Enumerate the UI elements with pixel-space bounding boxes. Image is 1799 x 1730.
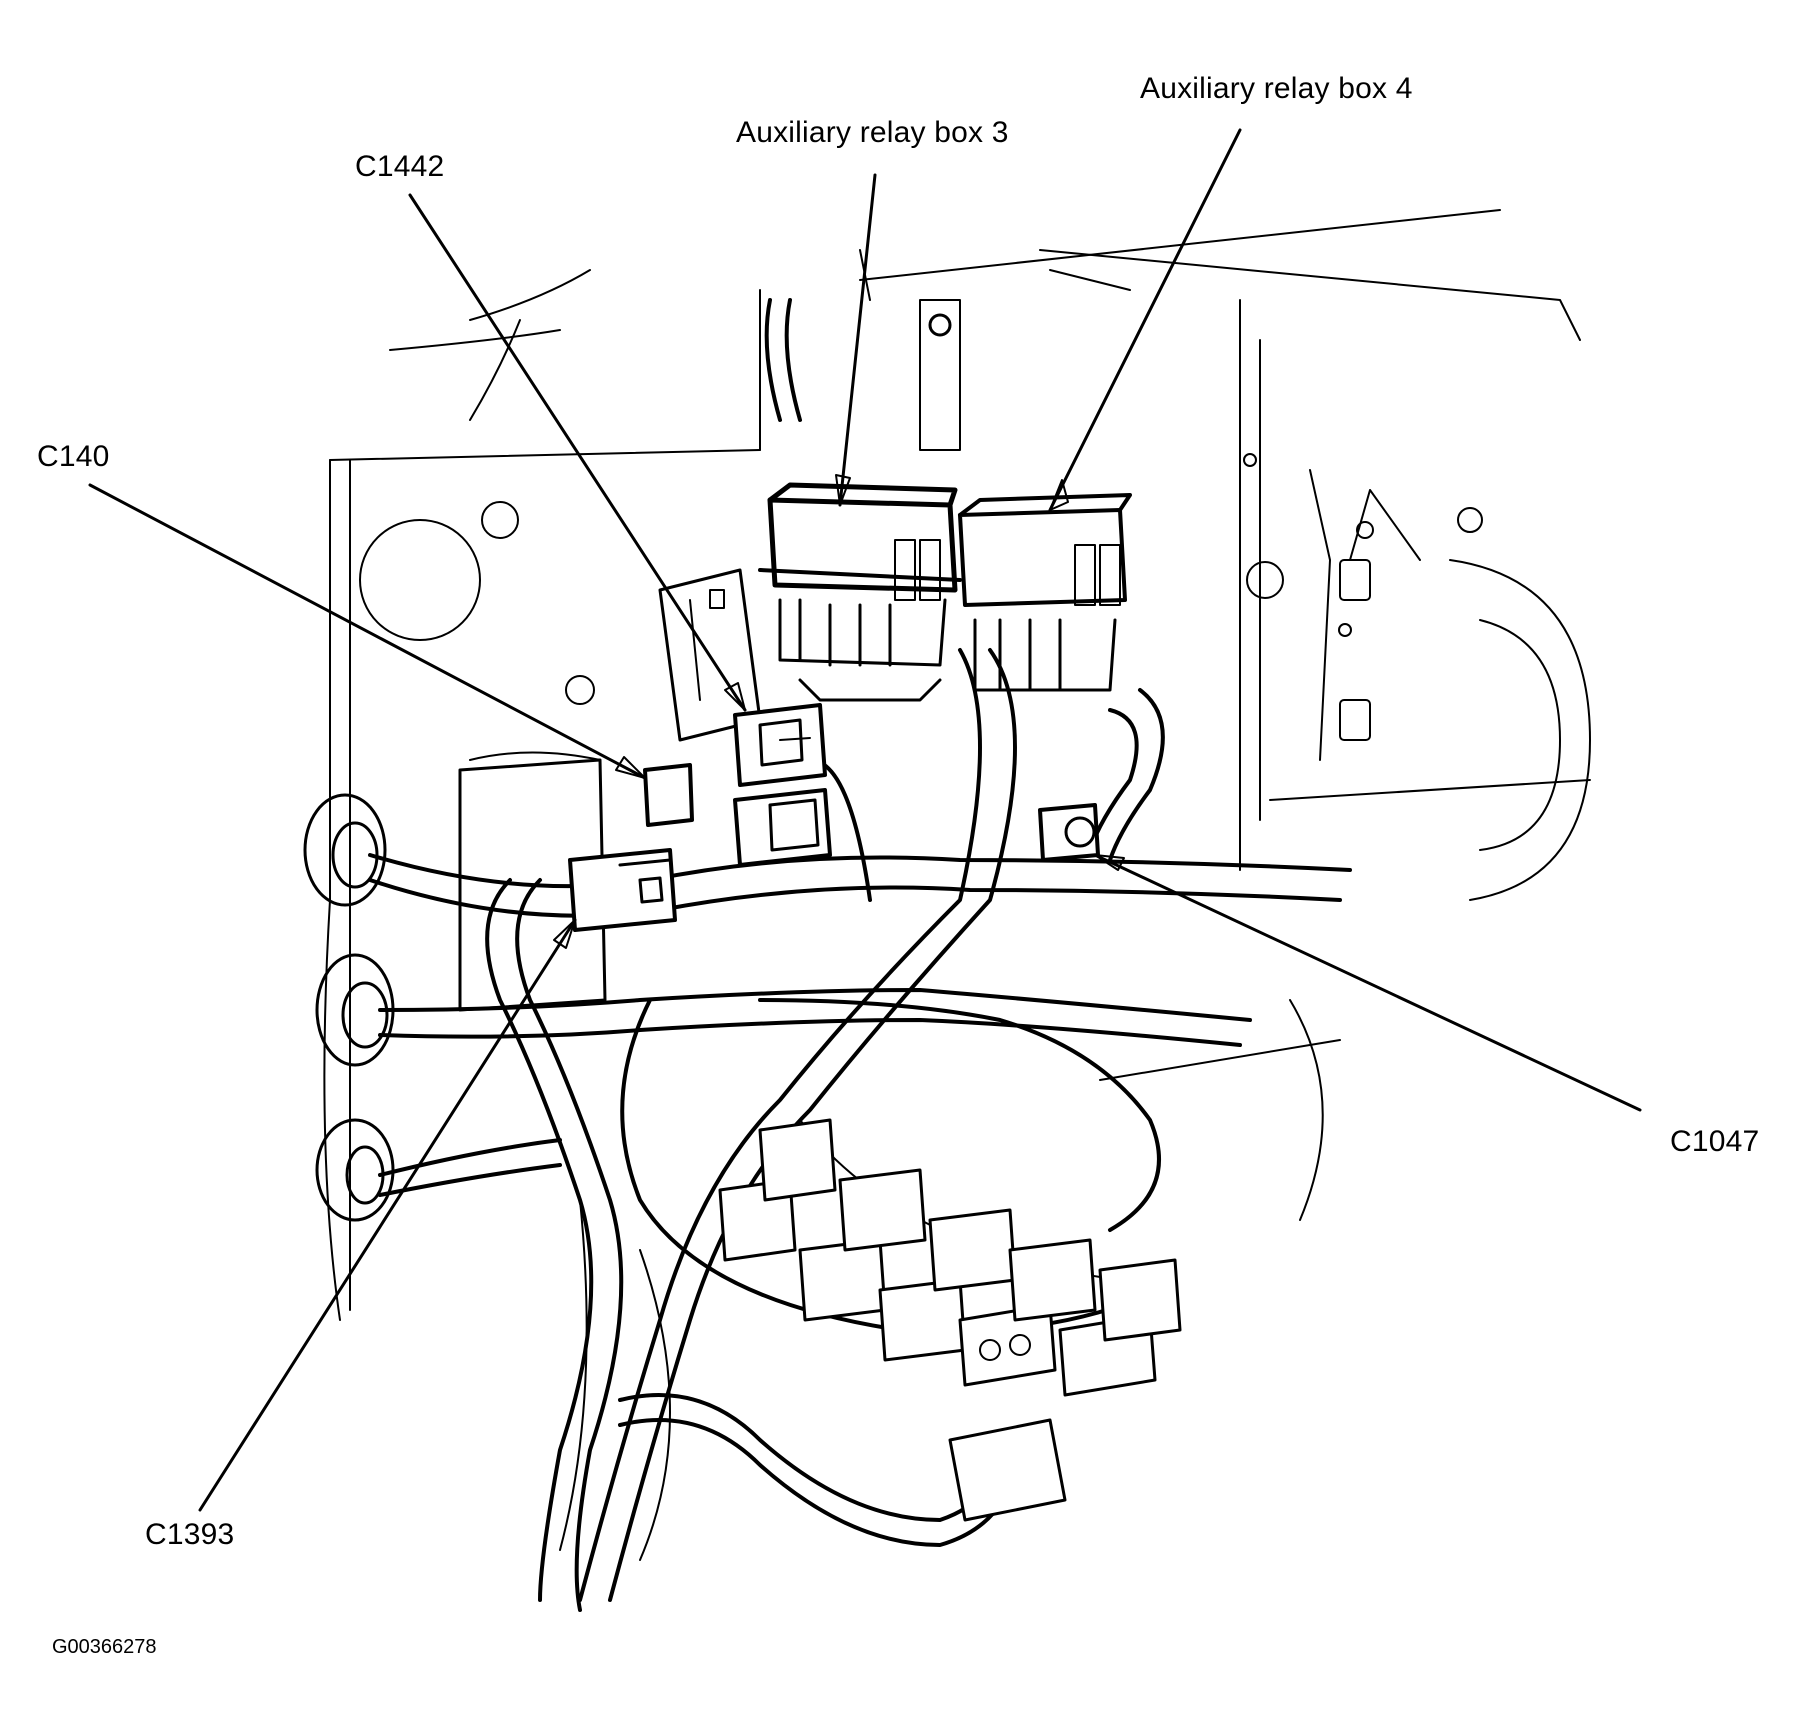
module-box bbox=[458, 751, 607, 1012]
connector-c140 bbox=[643, 763, 694, 827]
label-aux-relay-box-3: Auxiliary relay box 3 bbox=[736, 116, 1009, 149]
connector-c1393 bbox=[568, 848, 677, 932]
leader-lines bbox=[88, 128, 1642, 1512]
auxiliary-relay-box-4 bbox=[958, 493, 1132, 692]
label-c1393: C1393 bbox=[145, 1518, 235, 1551]
leader-c1442 bbox=[408, 193, 747, 712]
lower-connector-cluster bbox=[718, 1118, 1182, 1522]
auxiliary-relay-box-3 bbox=[758, 299, 962, 702]
connector-c1393-upper bbox=[733, 788, 832, 867]
leader-aux-relay-box-3 bbox=[838, 173, 877, 507]
label-c1047: C1047 bbox=[1670, 1125, 1760, 1158]
leader-c140 bbox=[88, 483, 647, 780]
label-c140: C140 bbox=[37, 440, 110, 473]
label-aux-relay-box-4: Auxiliary relay box 4 bbox=[1140, 72, 1413, 105]
leader-aux-relay-box-4 bbox=[1048, 128, 1242, 512]
connector-c1047 bbox=[1038, 803, 1100, 862]
connector-c1442 bbox=[733, 703, 827, 787]
leader-c1393 bbox=[198, 918, 577, 1512]
body-panel bbox=[323, 209, 1591, 1561]
leader-c1047 bbox=[1093, 853, 1642, 1112]
harness-bundles bbox=[368, 298, 1352, 1612]
label-c1442: C1442 bbox=[355, 150, 445, 183]
figure-id: G00366278 bbox=[52, 1636, 157, 1658]
